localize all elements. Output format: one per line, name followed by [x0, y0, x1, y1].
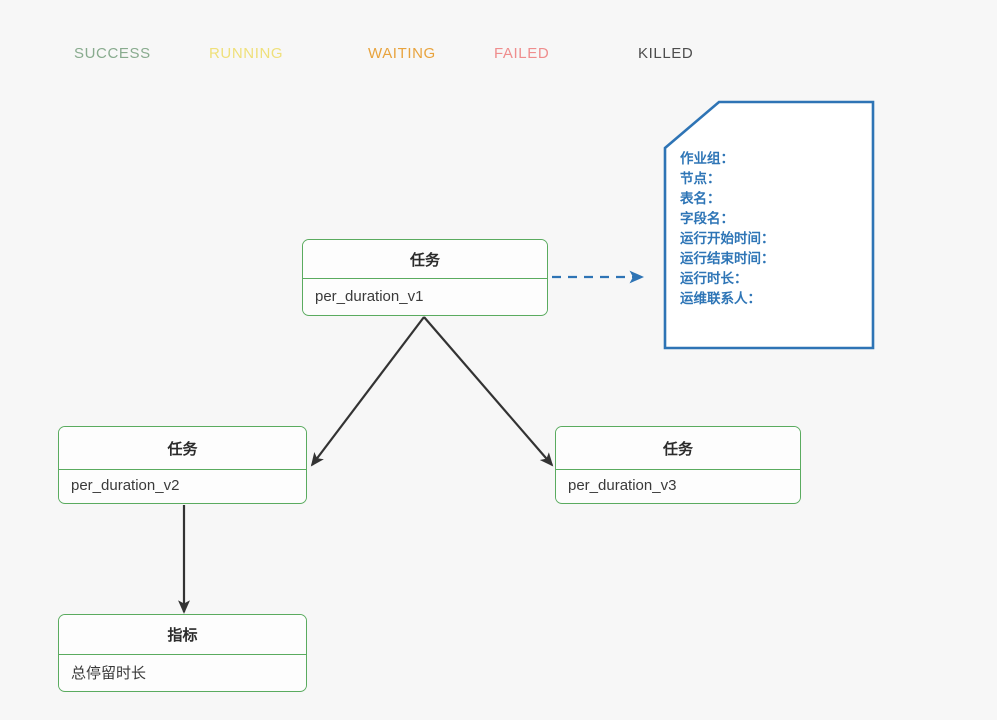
legend-item-success[interactable]: SUCCESS [74, 45, 151, 62]
info-callout[interactable]: 作业组： 节点： 表名： 字段名： 运行开始时间： 运行结束时间： 运行时长： … [663, 100, 875, 350]
node-body-label: 总停留时长 [59, 655, 306, 690]
legend-item-running[interactable]: RUNNING [209, 45, 284, 62]
node-task-per-duration-v1[interactable]: 任务 per_duration_v1 [302, 239, 548, 316]
note-field-run-start-time: 运行开始时间： [680, 231, 775, 246]
note-field-run-end-time: 运行结束时间： [680, 251, 775, 266]
note-field-run-duration: 运行时长： [680, 271, 748, 286]
legend-item-waiting[interactable]: WAITING [368, 45, 436, 62]
note-field-job-group: 作业组： [680, 151, 734, 166]
status-legend: SUCCESS RUNNING WAITING FAILED KILLED [0, 44, 997, 70]
node-body-label: per_duration_v1 [303, 279, 547, 314]
node-header-label: 任务 [556, 427, 800, 470]
node-body-label: per_duration_v2 [59, 470, 306, 502]
legend-item-killed[interactable]: KILLED [638, 45, 694, 62]
node-task-per-duration-v3[interactable]: 任务 per_duration_v3 [555, 426, 801, 504]
note-field-node: 节点： [680, 171, 721, 186]
edge-task-v1-to-task-v3 [423, 316, 554, 467]
note-field-list: 作业组： 节点： 表名： 字段名： 运行开始时间： 运行结束时间： 运行时长： … [680, 149, 866, 309]
note-shape-icon [663, 100, 875, 350]
edge-task-v1-to-task-v2 [310, 316, 425, 467]
node-header-label: 任务 [303, 240, 547, 279]
node-task-per-duration-v2[interactable]: 任务 per_duration_v2 [58, 426, 307, 504]
node-body-label: per_duration_v3 [556, 470, 800, 502]
node-header-label: 指标 [59, 615, 306, 655]
node-header-label: 任务 [59, 427, 306, 470]
note-field-ops-contact: 运维联系人： [680, 291, 761, 306]
node-metric-total-stay-duration[interactable]: 指标 总停留时长 [58, 614, 307, 692]
note-field-column-name: 字段名： [680, 211, 734, 226]
note-field-table-name: 表名： [680, 191, 721, 206]
legend-item-failed[interactable]: FAILED [494, 45, 550, 62]
